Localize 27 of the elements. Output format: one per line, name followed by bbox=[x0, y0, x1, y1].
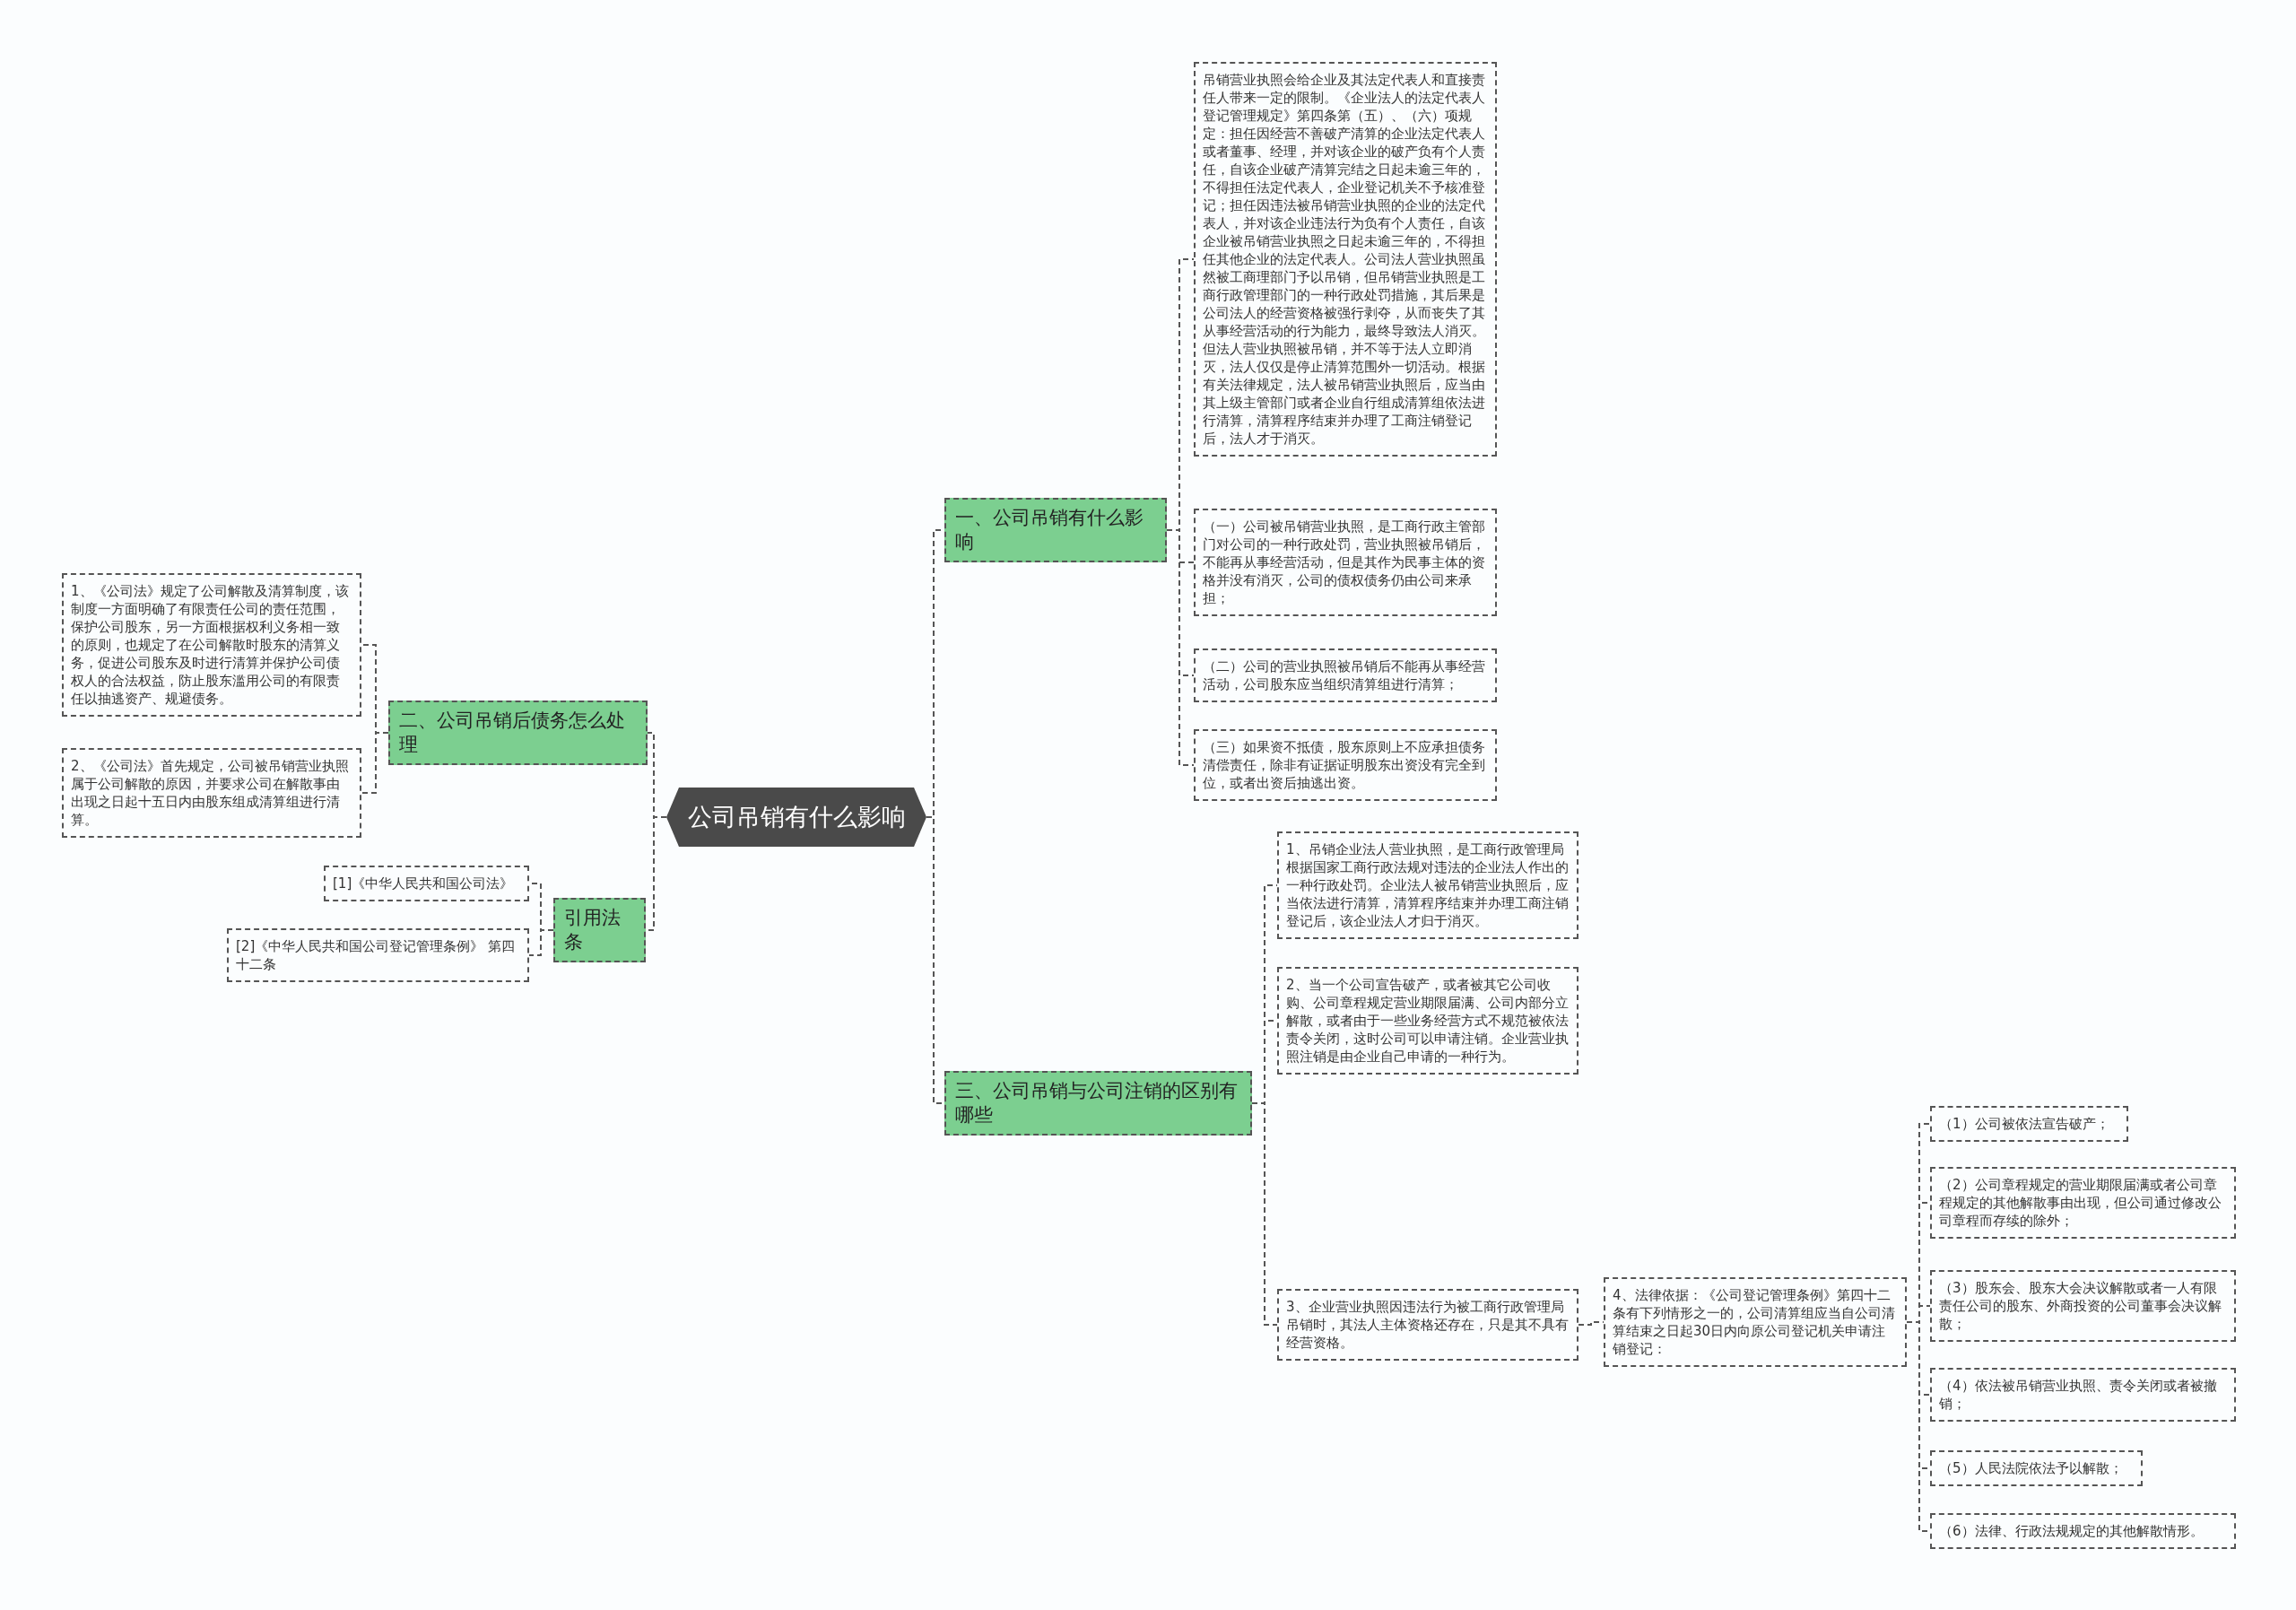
connector bbox=[361, 732, 389, 794]
text-box: 3、企业营业执照因违法行为被工商行政管理局吊销时，其法人主体资格还存在，只是其不具有经营资格。 bbox=[1277, 1289, 1578, 1361]
topic-box: 三、公司吊销与公司注销的区别有哪些 bbox=[944, 1071, 1252, 1136]
connector bbox=[1166, 529, 1195, 766]
topic-box: 引用法条 bbox=[553, 898, 646, 962]
text-box: （2）公司章程规定的营业期限届满或者公司章程规定的其他解散事由出现，但公司通过修改公司章程而存续的除外； bbox=[1930, 1167, 2236, 1239]
text-box: 1、《公司法》规定了公司解散及清算制度，该制度一方面明确了有限责任公司的责任范围，保护公司股东，另一方面根据权利义务相一致的原则，也规定了在公司解散时股东的清算义务，促进公司股东及时进行清算并保护公司债权人的合法权益，防止股东滥用公司的有限责任以抽逃资产、规避债务。 bbox=[62, 573, 361, 717]
topic-box: 一、公司吊销有什么影响 bbox=[944, 498, 1167, 562]
connector bbox=[1251, 1102, 1278, 1326]
text-box: 4、法律依据：《公司登记管理条例》第四十二条有下列情形之一的，公司清算组应当自公司清算结束之日起30日内向原公司登记机关申请注销登记： bbox=[1604, 1277, 1907, 1367]
text-box: （3）股东会、股东大会决议解散或者一人有限责任公司的股东、外商投资的公司董事会决议解散； bbox=[1930, 1270, 2236, 1342]
central-topic-hexagon: 公司吊销有什么影响 bbox=[666, 788, 926, 847]
text-box: （1）公司被依法宣告破产； bbox=[1930, 1106, 2128, 1142]
text-box: 2、当一个公司宣告破产，或者被其它公司收购、公司章程规定营业期限届满、公司内部分立解散，或者由于一些业务经营方式不规范被依法责令关闭，这时公司可以申请注销。企业营业执照注销是由企业自己申请的一种行为。 bbox=[1277, 967, 1578, 1075]
text-box: [2]《中华人民共和国公司登记管理条例》 第四十二条 bbox=[227, 928, 529, 982]
text-box: 吊销营业执照会给企业及其法定代表人和直接责任人带来一定的限制。《企业法人的法定代表人登记管理规定》第四条第（五）、（六）项规定：担任因经营不善破产清算的企业法定代表人或者董事、经理，并对该企业的破产负有个人责任，自该企业破产清算完结之日起未逾三年的，不得担任法定代表人，企业登记机关不予核准登记；担任因违法被吊销营业执照的企业的法定代表人，并对该企业违法行为负有个人责任，自该企业被吊销营业执照之日起未逾三年的，不得担任其他企业的法定代表人。公司法人营业执照虽然被工商理部门予以吊销，但吊销营业执照是工商行政管理部门的一种行政处罚措施，其后果是公司法人的经营资格被强行剥夺，从而丧失了其从事经营活动的行为能力，最终导致法人消灭。但法人营业执照被吊销，并不等于法人立即消灭，法人仅仅是停止清算范围外一切活动。根据有关法律规定，法人被吊销营业执照后，应当由其上级主管部门或者企业自行组成清算组依法进行清算，清算程序结束并办理了工商注销登记后，法人才于消灭。 bbox=[1194, 62, 1497, 457]
connector bbox=[528, 929, 554, 956]
topic-box: 二、公司吊销后债务怎么处理 bbox=[388, 701, 648, 765]
text-box: （6）法律、行政法规规定的其他解散情形。 bbox=[1930, 1513, 2236, 1549]
text-box: （4）依法被吊销营业执照、责令关闭或者被撤销； bbox=[1930, 1368, 2236, 1422]
text-box: 2、《公司法》首先规定，公司被吊销营业执照属于公司解散的原因，并要求公司在解散事由出现之日起十五日内由股东组成清算组进行清算。 bbox=[62, 748, 361, 838]
text-box: （一）公司被吊销营业执照，是工商行政主管部门对公司的一种行政处罚，营业执照被吊销后，不能再从事经营活动，但是其作为民事主体的资格并没有消灭，公司的债权债务仍由公司来承担； bbox=[1194, 509, 1497, 616]
text-box: 1、吊销企业法人营业执照，是工商行政管理局根据国家工商行政法规对违法的企业法人作出的一种行政处罚。企业法人被吊销营业执照后，应当依法进行清算，清算程序结束并办理工商注销登记后，该企业法人才归于消灭。 bbox=[1277, 831, 1578, 939]
text-box: [1]《中华人民共和国公司法》 bbox=[324, 866, 529, 901]
text-box: （5）人民法院依法予以解散； bbox=[1930, 1450, 2143, 1486]
text-box: （三）如果资不抵债，股东原则上不应承担债务清偿责任，除非有证据证明股东出资没有完全到位，或者出资后抽逃出资。 bbox=[1194, 729, 1497, 801]
text-box: （二）公司的营业执照被吊销后不能再从事经营活动，公司股东应当组织清算组进行清算； bbox=[1194, 648, 1497, 702]
